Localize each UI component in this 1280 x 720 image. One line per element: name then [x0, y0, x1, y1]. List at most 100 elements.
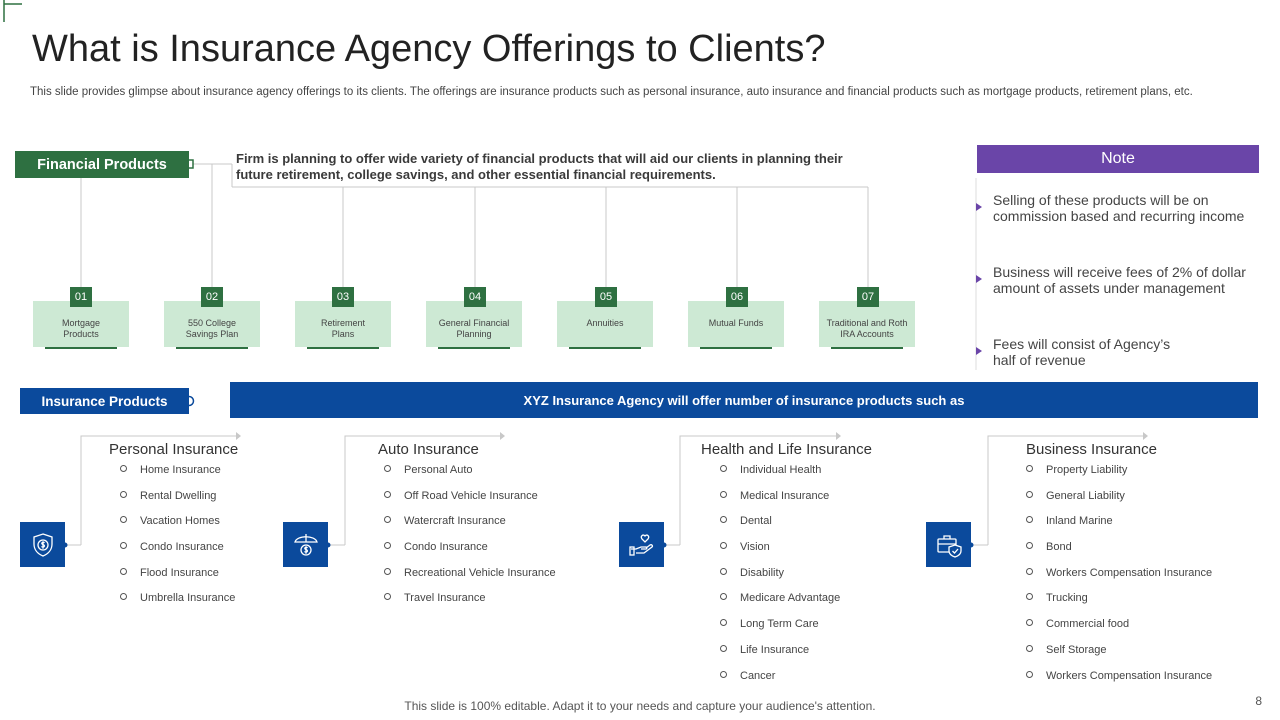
circle-bullet-icon	[120, 465, 127, 472]
financial-item-underline	[176, 347, 248, 349]
financial-item-label: 550 College Savings Plan	[185, 318, 239, 339]
triangle-bullet-icon	[976, 275, 982, 283]
circle-bullet-icon	[720, 567, 727, 575]
category-list-personal: Home Insurance Rental Dwelling Vacation …	[120, 464, 235, 618]
circle-bullet-icon	[120, 542, 127, 550]
circle-bullet-icon	[1026, 644, 1033, 652]
financial-item-number: 05	[595, 287, 617, 307]
circle-bullet-icon	[120, 593, 127, 601]
list-item: Self Storage	[1026, 644, 1212, 670]
triangle-bullet-icon	[976, 347, 982, 355]
circle-bullet-icon	[120, 490, 127, 498]
circle-bullet-icon	[120, 516, 127, 524]
page-subtitle: This slide provides glimpse about insura…	[30, 86, 1193, 98]
list-item: Travel Insurance	[384, 592, 556, 618]
circle-bullet-icon	[720, 593, 727, 601]
circle-bullet-icon	[384, 567, 391, 575]
financial-item-box: 550 College Savings Plan	[164, 301, 260, 349]
list-item: Rental Dwelling	[120, 490, 235, 516]
note-item: Business will receive fees of 2% of doll…	[993, 264, 1246, 296]
circle-bullet-icon	[120, 567, 127, 575]
category-title-business: Business Insurance	[1026, 441, 1157, 458]
note-item: Fees will consist of Agency’s half of re…	[993, 336, 1171, 368]
circle-bullet-icon	[1026, 542, 1033, 550]
circle-bullet-icon	[720, 644, 727, 652]
financial-item-label: General Financial Planning	[438, 318, 510, 339]
category-list-auto: Personal Auto Off Road Vehicle Insurance…	[384, 464, 556, 618]
corner-mark	[3, 0, 22, 22]
financial-item-label: Mortgage Products	[61, 318, 101, 339]
list-item: Disability	[720, 567, 840, 593]
financial-item-underline	[700, 347, 772, 349]
heart-hand-icon	[619, 522, 664, 567]
list-item: Off Road Vehicle Insurance	[384, 490, 556, 516]
list-item: Life Insurance	[720, 644, 840, 670]
list-item: General Liability	[1026, 490, 1212, 516]
list-item: Umbrella Insurance	[120, 592, 235, 618]
category-list-business: Property Liability General Liability Inl…	[1026, 464, 1212, 695]
list-item: Commercial food	[1026, 618, 1212, 644]
list-item: Long Term Care	[720, 618, 840, 644]
category-title-personal: Personal Insurance	[109, 441, 239, 458]
triangle-bullet-icon	[976, 203, 982, 211]
list-item: Vision	[720, 541, 840, 567]
list-item: Watercraft Insurance	[384, 515, 556, 541]
category-title-auto: Auto Insurance	[378, 441, 479, 458]
note-item: Selling of these products will be on com…	[993, 192, 1245, 224]
financial-item-number: 02	[201, 287, 223, 307]
financial-item-box: General Financial Planning	[426, 301, 522, 349]
financial-item-number: 03	[332, 287, 354, 307]
financial-item-box: Mortgage Products	[33, 301, 129, 349]
financial-item-label: Traditional and Roth IRA Accounts	[826, 318, 908, 339]
circle-bullet-icon	[1026, 516, 1033, 524]
financial-item-box: Traditional and Roth IRA Accounts	[819, 301, 915, 349]
list-item: Individual Health	[720, 464, 840, 490]
list-item: Medical Insurance	[720, 490, 840, 516]
circle-bullet-icon	[384, 516, 391, 524]
financial-item-number: 07	[857, 287, 879, 307]
financial-item-underline	[831, 347, 903, 349]
circle-bullet-icon	[720, 490, 727, 498]
category-title-health-life: Health and Life Insurance	[701, 441, 872, 458]
page-title: What is Insurance Agency Offerings to Cl…	[32, 28, 826, 70]
financial-item-underline	[569, 347, 641, 349]
circle-bullet-icon	[384, 542, 391, 550]
list-item: Bond	[1026, 541, 1212, 567]
list-item: Medicare Advantage	[720, 592, 840, 618]
financial-item-box: Retirement Plans	[295, 301, 391, 349]
footer-text: This slide is 100% editable. Adapt it to…	[404, 699, 876, 713]
list-item: Flood Insurance	[120, 567, 235, 593]
financial-item-underline	[438, 347, 510, 349]
financial-products-label: Financial Products	[15, 151, 189, 178]
circle-bullet-icon	[1026, 465, 1033, 472]
financial-item-label: Annuities	[586, 318, 624, 328]
list-item: Condo Insurance	[384, 541, 556, 567]
list-item: Personal Auto	[384, 464, 556, 490]
circle-bullet-icon	[384, 465, 391, 472]
list-item: Workers Compensation Insurance	[1026, 670, 1212, 696]
financial-products-description: Firm is planning to offer wide variety o…	[236, 151, 843, 182]
financial-item-label: Mutual Funds	[708, 318, 764, 328]
umbrella-dollar-icon	[283, 522, 328, 567]
insurance-banner: XYZ Insurance Agency will offer number o…	[230, 382, 1258, 418]
financial-item-underline	[307, 347, 379, 349]
note-header: Note	[977, 145, 1259, 173]
list-item: Home Insurance	[120, 464, 235, 490]
list-item: Property Liability	[1026, 464, 1212, 490]
category-list-health-life: Individual Health Medical Insurance Dent…	[720, 464, 840, 695]
list-item: Workers Compensation Insurance	[1026, 567, 1212, 593]
circle-bullet-icon	[720, 670, 727, 678]
list-item: Condo Insurance	[120, 541, 235, 567]
list-item: Recreational Vehicle Insurance	[384, 567, 556, 593]
circle-bullet-icon	[384, 593, 391, 601]
financial-item-box: Annuities	[557, 301, 653, 349]
list-item: Vacation Homes	[120, 515, 235, 541]
circle-bullet-icon	[1026, 619, 1033, 627]
shield-dollar-icon	[20, 522, 65, 567]
circle-bullet-icon	[1026, 567, 1033, 575]
circle-bullet-icon	[1026, 670, 1033, 678]
circle-bullet-icon	[720, 516, 727, 524]
briefcase-shield-icon	[926, 522, 971, 567]
financial-item-label: Retirement Plans	[320, 318, 365, 339]
circle-bullet-icon	[1026, 490, 1033, 498]
